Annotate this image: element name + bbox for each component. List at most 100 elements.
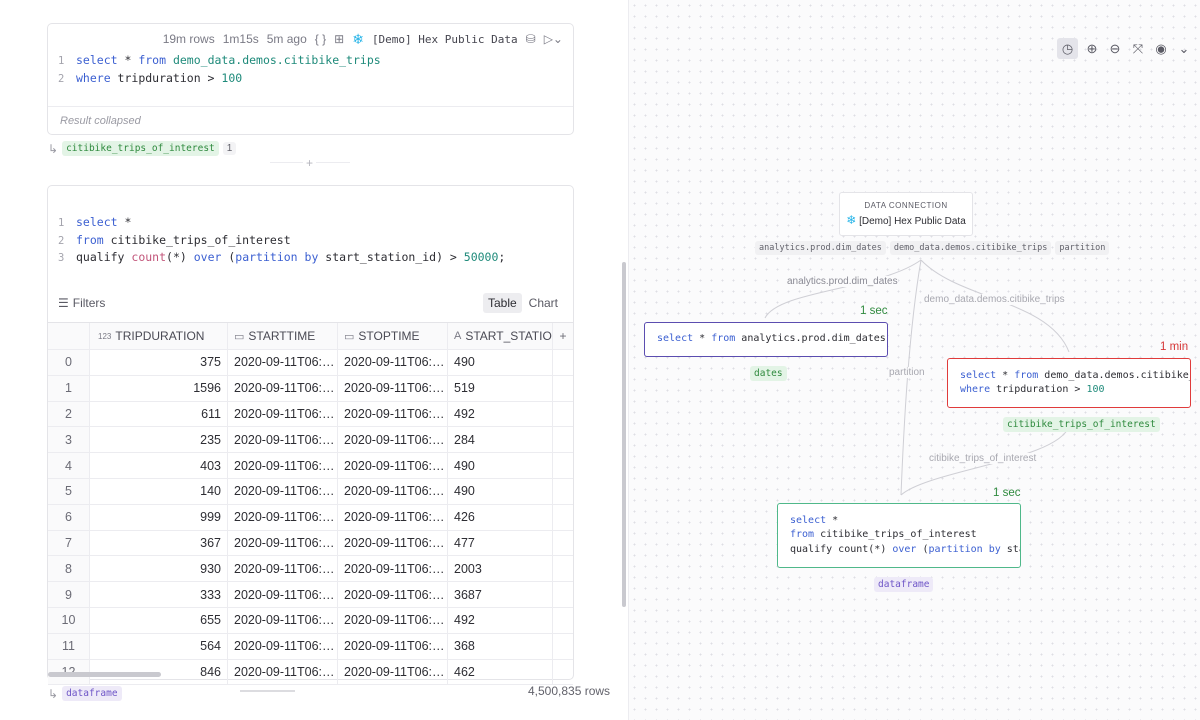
table-cell[interactable]: 284 [448, 427, 553, 453]
vertical-scrollbar[interactable] [622, 262, 626, 607]
table-cell[interactable]: 2020-09-11T06:… [228, 633, 338, 659]
column-header-starttime[interactable]: ▭STARTTIME [228, 323, 338, 349]
table-cell[interactable]: 930 [90, 556, 228, 582]
sql-node-dataframe[interactable]: select * from citibike_trips_of_interest… [777, 503, 1021, 568]
table-cell[interactable] [553, 350, 573, 375]
table-cell[interactable]: 611 [90, 401, 228, 427]
sql-node-citibike-trips[interactable]: select * from demo_data.demos.citibike_t… [947, 358, 1191, 408]
table-cell[interactable]: 2020-09-11T06:… [338, 556, 448, 582]
table-cell[interactable]: 2020-09-11T06:… [338, 401, 448, 427]
table-cell[interactable]: 2020-09-11T06:… [338, 350, 448, 375]
graph-pane[interactable]: ◷ ⊕ ⊖ ⤧ ◉ ⌄ DATA CONNECTION ❄ [Demo] Hex… [628, 0, 1200, 720]
table-cell[interactable]: 2020-09-11T06:… [228, 478, 338, 504]
table-cell[interactable]: 2020-09-11T06:… [338, 607, 448, 633]
zoom-out-icon[interactable]: ⊖ [1109, 40, 1121, 56]
table-cell[interactable]: 564 [90, 633, 228, 659]
table-cell[interactable]: 846 [90, 659, 228, 685]
filters-button[interactable]: ☰ Filters [58, 296, 105, 310]
table-cell[interactable]: 1596 [90, 375, 228, 401]
node-output[interactable]: dates [750, 366, 787, 381]
table-cell[interactable] [553, 608, 573, 633]
table-cell[interactable]: 2020-09-11T06:… [338, 530, 448, 556]
table-cell[interactable]: 2020-09-11T06:… [228, 607, 338, 633]
table-cell[interactable]: 2020-09-11T06:… [228, 582, 338, 607]
table-cell[interactable]: 2020-09-11T06:… [228, 427, 338, 453]
table-cell[interactable] [553, 582, 573, 607]
table-cell[interactable] [553, 479, 573, 504]
table-cell[interactable]: 426 [448, 504, 553, 530]
table-cell[interactable]: 2020-09-11T06:… [228, 504, 338, 530]
table-cell[interactable]: 2020-09-11T06:… [228, 556, 338, 582]
table-cell[interactable]: 235 [90, 427, 228, 453]
node-output[interactable]: dataframe [874, 577, 934, 592]
table-cell[interactable] [553, 505, 573, 530]
edge-pill[interactable]: partition [1055, 241, 1110, 255]
table-cell[interactable]: 3687 [448, 582, 553, 607]
zoom-in-icon[interactable]: ⊕ [1086, 40, 1098, 56]
table-cell[interactable]: 2020-09-11T06:… [338, 659, 448, 685]
table-icon[interactable]: ⊞ [334, 32, 345, 46]
toggle-table[interactable]: Table [482, 293, 522, 313]
sql-node-dim-dates[interactable]: select * from analytics.prod.dim_dates [644, 322, 888, 357]
table-cell[interactable]: 368 [448, 633, 553, 659]
table-cell[interactable]: 655 [90, 607, 228, 633]
table-cell[interactable]: 2020-09-11T06:… [338, 453, 448, 478]
node-output[interactable]: citibike_trips_of_interest [1003, 417, 1160, 432]
sql-cell-1[interactable]: 19m rows 1m15s 5m ago { } ⊞ ❄ [Demo] Hex… [47, 23, 574, 135]
table-cell[interactable]: 462 [448, 659, 553, 685]
table-cell[interactable]: 403 [90, 453, 228, 478]
add-cell-icon[interactable]: + [303, 156, 317, 170]
output-variable[interactable]: citibike_trips_of_interest [62, 141, 219, 156]
table-cell[interactable] [553, 531, 573, 556]
table-cell[interactable]: 490 [448, 453, 553, 478]
drag-handle[interactable] [240, 690, 295, 692]
edge-pill[interactable]: demo_data.demos.citibike_trips [889, 241, 1052, 255]
column-header-stoptime[interactable]: ▭STOPTIME [338, 323, 448, 349]
table-cell[interactable] [553, 376, 573, 401]
table-cell[interactable]: 2020-09-11T06:… [338, 478, 448, 504]
table-cell[interactable]: 140 [90, 478, 228, 504]
table-cell[interactable]: 2020-09-11T06:… [228, 375, 338, 401]
table-cell[interactable]: 2003 [448, 556, 553, 582]
data-connection-node[interactable]: DATA CONNECTION ❄ [Demo] Hex Public Data [839, 192, 973, 236]
run-icon[interactable]: ▷⌄ [543, 32, 563, 46]
output-variable[interactable]: dataframe [62, 686, 122, 701]
connection-name[interactable]: [Demo] Hex Public Data [371, 32, 518, 46]
clock-icon[interactable]: ◷ [1057, 38, 1078, 59]
table-cell[interactable]: 490 [448, 478, 553, 504]
table-cell[interactable]: 2020-09-11T06:… [338, 633, 448, 659]
table-cell[interactable]: 2020-09-11T06:… [228, 350, 338, 375]
table-cell[interactable]: 999 [90, 504, 228, 530]
result-collapsed[interactable]: Result collapsed [48, 106, 573, 134]
table-cell[interactable]: 2020-09-11T06:… [338, 427, 448, 453]
table-cell[interactable]: 2020-09-11T06:… [338, 582, 448, 607]
table-cell[interactable] [553, 660, 573, 685]
table-cell[interactable]: 2020-09-11T06:… [228, 530, 338, 556]
table-cell[interactable]: 492 [448, 607, 553, 633]
table-cell[interactable]: 375 [90, 350, 228, 375]
table-cell[interactable] [553, 634, 573, 659]
table-cell[interactable]: 367 [90, 530, 228, 556]
table-cell[interactable]: 492 [448, 401, 553, 427]
table-cell[interactable]: 519 [448, 375, 553, 401]
edge-pill[interactable]: analytics.prod.dim_dates [755, 241, 886, 255]
table-cell[interactable] [553, 427, 573, 452]
table-cell[interactable]: 2020-09-11T06:… [338, 504, 448, 530]
toggle-chart[interactable]: Chart [528, 296, 558, 310]
table-cell[interactable] [553, 556, 573, 581]
table-cell[interactable]: 2020-09-11T06:… [228, 453, 338, 478]
eye-icon[interactable]: ◉ [1155, 40, 1167, 56]
